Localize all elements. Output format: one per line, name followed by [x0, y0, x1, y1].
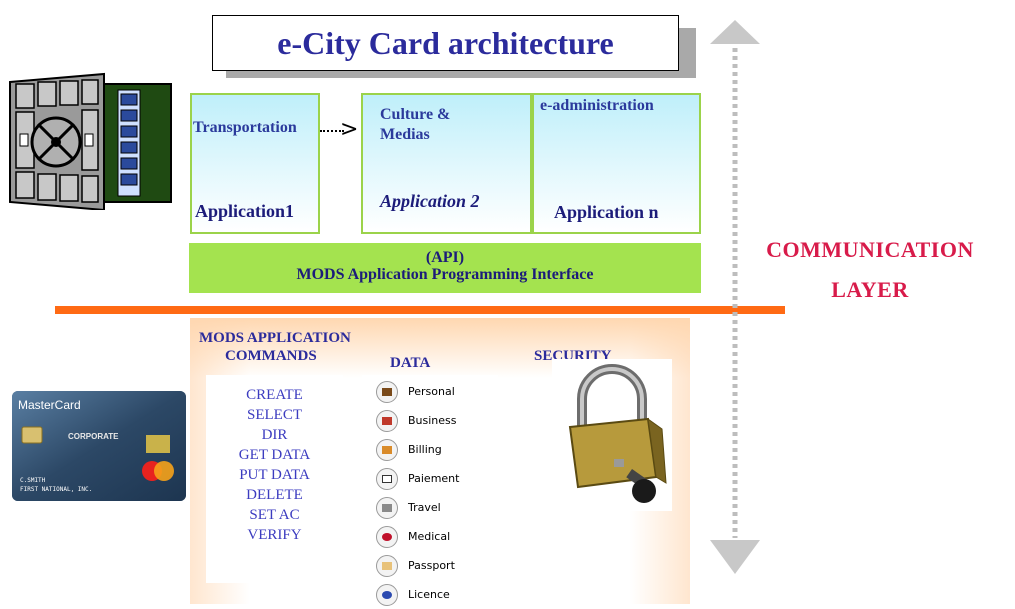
business-icon [376, 409, 398, 432]
application-2-box: Culture & Medias Application 2 [361, 93, 532, 234]
arrow-head: > [340, 117, 359, 142]
licence-icon [376, 583, 398, 606]
data-heading: DATA [390, 355, 431, 371]
application-1-service: Transportation [193, 119, 297, 136]
arrow-line [320, 130, 344, 132]
command-item: DIR [261, 427, 288, 443]
data-item-licence: Licence [362, 580, 498, 609]
command-item: PUT DATA [239, 467, 310, 483]
communication-arrow [710, 20, 760, 574]
layer-divider [55, 306, 785, 314]
data-list: Personal Business Billing Paiement Trave… [362, 375, 498, 606]
data-item-personal: Personal [362, 377, 498, 406]
communication-layer-line2: LAYER [831, 277, 909, 302]
page-title: e-City Card architecture [212, 15, 679, 71]
api-bar: (API) MODS Application Programming Inter… [189, 243, 701, 293]
vault-illustration [9, 72, 172, 210]
api-line1: (API) [425, 249, 465, 266]
billing-icon [376, 438, 398, 461]
command-item: VERIFY [247, 527, 302, 543]
command-item: DELETE [246, 487, 303, 503]
data-item-passport: Passport [362, 551, 498, 580]
card-holder: C.SMITH [20, 477, 46, 484]
application-1-box: Transportation Application1 [190, 93, 320, 234]
application-n-box: e-administration Application n [532, 93, 701, 234]
application-n-name: Application n [554, 202, 659, 222]
application-n-service: e-administration [540, 97, 654, 114]
passport-icon [376, 554, 398, 577]
medical-icon [376, 525, 398, 548]
data-item-business: Business [362, 406, 498, 435]
security-panel [552, 359, 672, 511]
command-item: SELECT [247, 407, 302, 423]
data-item-billing: Billing [362, 435, 498, 464]
card-bank: FIRST NATIONAL, INC. [20, 486, 92, 493]
travel-icon [376, 496, 398, 519]
card-brand: MasterCard [18, 398, 81, 412]
card-label: CORPORATE [68, 432, 119, 441]
data-item-paiement: Paiement [362, 464, 498, 493]
application-2-name-suffix: 2 [470, 191, 480, 211]
command-item: GET DATA [238, 447, 311, 463]
api-line2: MODS Application Programming Interface [296, 266, 594, 283]
data-item-medical: Medical [362, 522, 498, 551]
command-item: CREATE [246, 387, 303, 403]
application-2-name: Application 2 [380, 191, 480, 212]
data-item-travel: Travel [362, 493, 498, 522]
application-2-service-line1: Culture & [380, 106, 451, 123]
application-1-name: Application1 [195, 201, 295, 221]
personal-icon [376, 380, 398, 403]
commands-list: CREATE SELECT DIR GET DATA PUT DATA DELE… [206, 375, 343, 583]
credit-card-image: MasterCard CORPORATE C.SMITH FIRST NATIO… [12, 391, 186, 501]
padlock-icon [568, 364, 667, 503]
communication-layer-line1: COMMUNICATION [766, 237, 974, 262]
commands-heading-line1: MODS APPLICATION [199, 330, 351, 346]
commands-heading-line2: COMMANDS [225, 348, 317, 364]
application-2-service-line2: Medias [380, 126, 430, 143]
application-2-name-prefix: Application [380, 191, 467, 211]
communication-layer-label: COMMUNICATION LAYER [745, 237, 995, 303]
command-item: SET AC [249, 507, 300, 523]
paiement-icon [376, 467, 398, 490]
